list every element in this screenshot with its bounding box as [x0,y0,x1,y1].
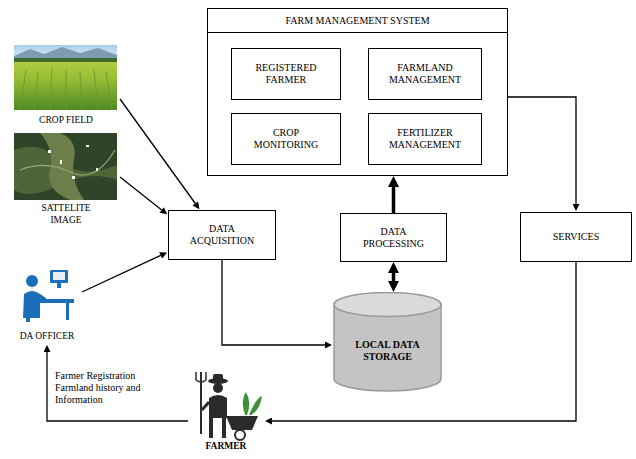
node-label: SATTELITE IMAGE [31,203,101,226]
satellite-photo [14,133,117,200]
node-label: CROP MONITORING [246,127,326,151]
process-box: REGISTERED FARMER [231,48,341,100]
crop-field-photo [14,45,117,110]
process-box: DATA PROCESSING [340,213,447,262]
da-officer-icon [23,270,74,322]
connector [392,273,396,281]
frame-heading: FARM MANAGEMENT SYSTEM [208,9,507,33]
connector [82,255,161,292]
node-label: CROP FIELD [39,115,93,126]
node-label: FARMLAND MANAGEMENT [385,62,465,86]
connector [392,187,396,213]
connector [272,262,576,421]
connector [508,97,576,204]
connector [47,352,188,421]
node-label: REGISTERED FARMER [246,62,326,86]
node-label: SERVICES [553,231,599,243]
process-box: CROP MONITORING [231,113,341,165]
image-node: FARMER [188,368,264,454]
process-box: FARMLAND MANAGEMENT [368,48,482,100]
farmer-icon [196,372,262,440]
process-box: DATA ACQUISITION [168,210,276,260]
image-node: SATTELITE IMAGE [12,132,120,228]
connector [120,177,162,210]
system-frame: FARM MANAGEMENT SYSTEM REGISTERED FARMER F… [207,8,508,176]
connector [120,99,195,204]
edge-label: Farmer Registration Farmland history and… [55,370,155,406]
process-box: FERTILIZER MANAGEMENT [368,113,482,165]
node-label: DATA PROCESSING [354,226,434,250]
image-node: CROP FIELD [12,44,120,128]
node-label: DATA ACQUISITION [182,223,262,247]
node-label: FERTILIZER MANAGEMENT [385,127,465,151]
storage-cylinder: LOCAL DATA STORAGE [333,292,442,392]
process-box: SERVICES [520,212,632,262]
node-label: FARMER [206,441,247,452]
node-label: DA OFFICER [20,331,75,342]
image-node: DA OFFICER [12,262,82,344]
connector [222,260,325,345]
cylinder-top [334,293,441,317]
node-label: LOCAL DATA STORAGE [348,339,428,363]
